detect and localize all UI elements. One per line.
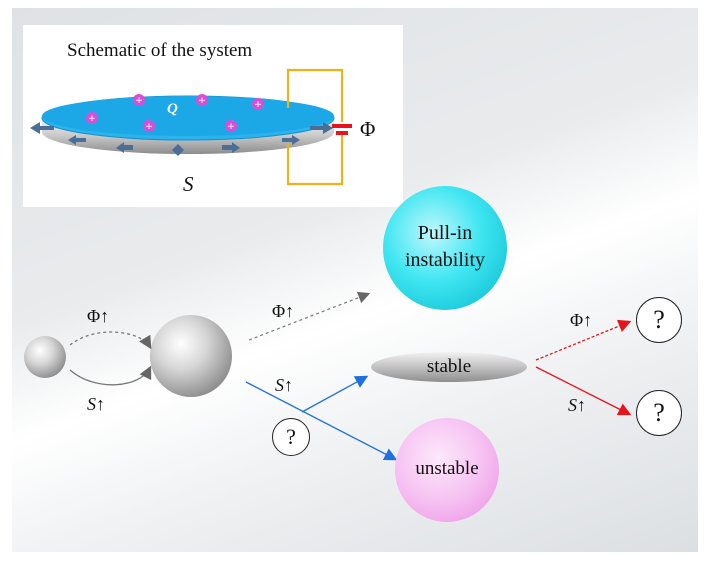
phi-up-label-1: Φ↑ [87, 306, 110, 326]
expansion-arrows [30, 122, 333, 156]
phi-up-label-2: Φ↑ [272, 301, 295, 321]
question-circle-1: ? [272, 418, 310, 456]
battery-plate-short [336, 131, 348, 135]
arrow-right-small-icon [222, 142, 240, 153]
s-up-label-1: S↑ [87, 394, 105, 414]
arrow-left-icon [30, 122, 54, 134]
small-sphere [24, 336, 66, 378]
svg-text:+: + [135, 96, 143, 106]
charge-markers: + + + + + + [86, 94, 264, 132]
arrow-right-small-icon-2 [282, 135, 300, 145]
inset-title: Schematic of the system [67, 40, 253, 61]
circuit [286, 68, 352, 186]
arrow-red-s [535, 366, 632, 416]
phi-up-label-3: Φ↑ [570, 310, 593, 330]
disk-top-face [42, 96, 334, 136]
battery-plate-long [332, 124, 352, 128]
svg-text:+: + [88, 114, 96, 124]
svg-text:+: + [254, 100, 262, 110]
s-up-label-2: S↑ [275, 375, 293, 395]
question-circle-2: ? [636, 297, 682, 343]
pull-in-sphere [383, 186, 507, 310]
arrow-to-pull-in [248, 291, 371, 341]
potential-label: Φ [360, 117, 376, 141]
large-sphere [150, 315, 232, 397]
unstable-sphere [395, 418, 499, 522]
unstable-label: unstable [415, 458, 479, 479]
arrow-diamond-icon [172, 144, 184, 156]
svg-text:+: + [227, 122, 235, 132]
arrow-left-small-icon-2 [116, 142, 133, 153]
charge-label: Q [167, 101, 178, 117]
arrow-s-curve [69, 365, 152, 386]
stable-ellipse [371, 352, 527, 382]
arrow-phi-curve [69, 331, 152, 350]
arrow-red-phi [535, 319, 632, 361]
s-up-label-3: S↑ [568, 395, 586, 415]
arrow-right-icon [310, 122, 333, 134]
arrow-to-unstable [245, 381, 398, 461]
svg-text:+: + [198, 96, 206, 106]
arrow-left-small-icon [68, 135, 86, 145]
pull-in-label: Pull-in instability [405, 222, 485, 271]
arrow-to-stable [301, 375, 369, 413]
question-circle-3: ? [636, 390, 682, 436]
svg-text:+: + [145, 122, 153, 132]
area-label: S [183, 172, 194, 196]
stable-label: stable [426, 356, 472, 377]
